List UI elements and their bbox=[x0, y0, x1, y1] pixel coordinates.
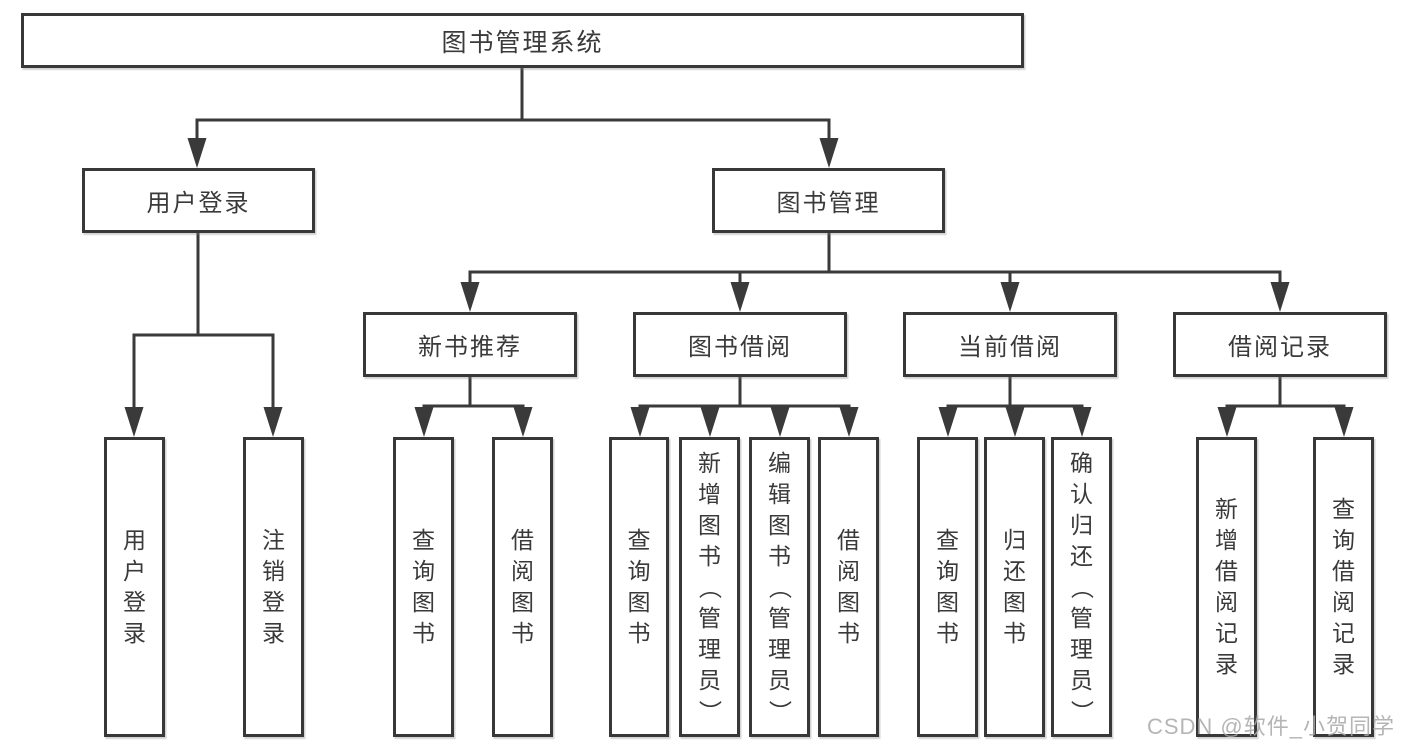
leaf-borrowing-edit-books-admin-label: 编辑图书（管理员） bbox=[767, 449, 793, 723]
node-new-book-recommend-label: 新书推荐 bbox=[418, 334, 522, 361]
leaf-current-return-books-label: 归还图书 bbox=[1003, 527, 1026, 646]
node-book-borrowing: 图书借阅 bbox=[633, 312, 847, 377]
leaf-borrowing-add-books-admin-label: 新增图书（管理员） bbox=[697, 449, 723, 723]
node-root-label: 图书管理系统 bbox=[441, 28, 604, 57]
leaf-current-confirm-return-admin: 确认归还（管理员） bbox=[1051, 437, 1112, 737]
leaf-recommend-query-books-label: 查询图书 bbox=[412, 527, 435, 646]
node-borrow-records: 借阅记录 bbox=[1173, 312, 1387, 377]
leaf-borrowing-query-books-label: 查询图书 bbox=[627, 527, 651, 646]
leaf-current-return-books: 归还图书 bbox=[984, 437, 1045, 737]
leaf-current-confirm-return-admin-label: 确认归还（管理员） bbox=[1069, 449, 1095, 723]
leaf-records-query-record-label: 查询借阅记录 bbox=[1332, 496, 1355, 677]
leaf-borrowing-query-books: 查询图书 bbox=[609, 437, 669, 737]
node-root: 图书管理系统 bbox=[21, 13, 1024, 68]
leaf-recommend-borrow-books: 借阅图书 bbox=[492, 437, 553, 737]
leaf-records-add-record-label: 新增借阅记录 bbox=[1215, 496, 1238, 677]
leaf-borrowing-add-books-admin: 新增图书（管理员） bbox=[679, 437, 740, 737]
leaf-borrowing-borrow-books: 借阅图书 bbox=[818, 437, 879, 737]
node-new-book-recommend: 新书推荐 bbox=[363, 312, 577, 377]
leaf-user-login-label: 用户登录 bbox=[123, 527, 146, 646]
node-book-management: 图书管理 bbox=[712, 168, 945, 233]
leaf-recommend-borrow-books-label: 借阅图书 bbox=[511, 527, 534, 646]
node-current-borrowing: 当前借阅 bbox=[903, 312, 1117, 377]
node-current-borrowing-label: 当前借阅 bbox=[958, 334, 1062, 361]
node-borrow-records-label: 借阅记录 bbox=[1228, 334, 1332, 361]
node-user-login-label: 用户登录 bbox=[146, 190, 251, 217]
leaf-borrowing-borrow-books-label: 借阅图书 bbox=[837, 527, 860, 646]
leaf-current-query-books-label: 查询图书 bbox=[936, 527, 959, 646]
csdn-watermark: CSDN @软件_小贺同学 bbox=[1146, 714, 1395, 739]
leaf-logout: 注销登录 bbox=[243, 437, 304, 737]
node-book-borrowing-label: 图书借阅 bbox=[688, 334, 792, 361]
leaf-current-query-books: 查询图书 bbox=[917, 437, 978, 737]
leaf-borrowing-edit-books-admin: 编辑图书（管理员） bbox=[749, 437, 810, 737]
node-user-login: 用户登录 bbox=[82, 168, 315, 233]
leaf-logout-label: 注销登录 bbox=[262, 527, 285, 646]
node-book-management-label: 图书管理 bbox=[776, 190, 881, 217]
leaf-records-query-record: 查询借阅记录 bbox=[1313, 437, 1374, 737]
leaf-records-add-record: 新增借阅记录 bbox=[1196, 437, 1257, 737]
leaf-user-login: 用户登录 bbox=[104, 437, 165, 737]
leaf-recommend-query-books: 查询图书 bbox=[393, 437, 454, 737]
